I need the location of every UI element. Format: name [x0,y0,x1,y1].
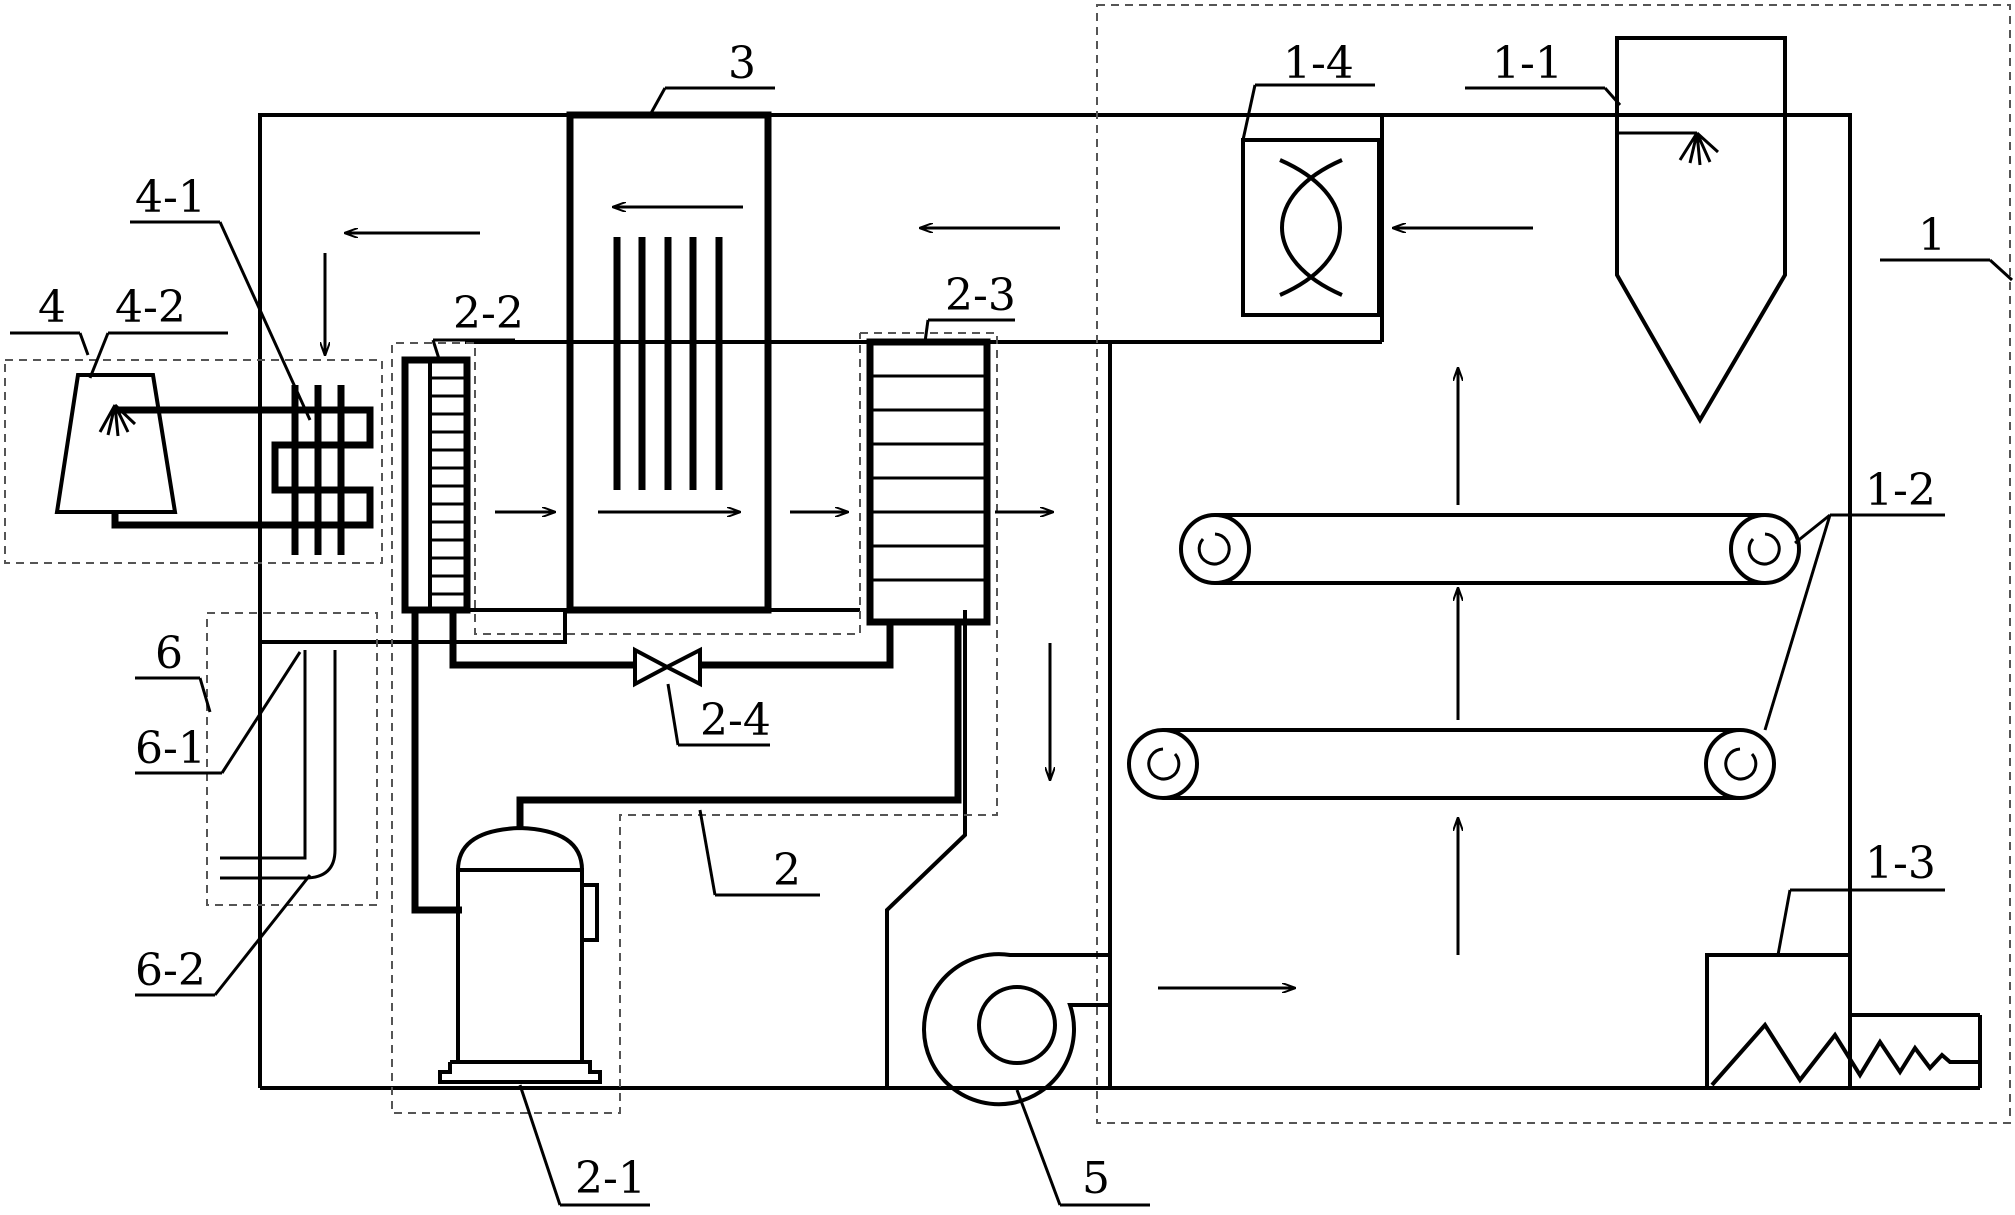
label-4: 4 [38,282,66,333]
leader-lines [10,83,2014,1207]
label-2-3: 2-3 [945,270,1016,321]
heater-1-3 [1705,953,1980,1090]
airflow-arrows [325,207,1533,988]
label-2-4: 2-4 [700,695,771,746]
evaporator-2-2 [401,356,471,614]
label-6: 6 [155,628,183,679]
main-housing [258,113,1982,1090]
pipe-valve-to-condenser [700,622,894,669]
label-2: 2 [773,845,801,896]
pipe-evaporator-to-valve [449,610,633,669]
label-6-1: 6-1 [135,723,206,774]
drain-group-6-boundary [206,612,378,906]
pipe-suction-to-compressor [411,610,462,914]
heat-exchanger-3 [566,111,772,614]
label-2-1: 2-1 [575,1153,646,1204]
dryer-group-1-boundary [1096,4,2011,1124]
label-1-2: 1-2 [1865,465,1936,516]
left-partition [260,610,567,644]
label-3: 3 [728,38,756,89]
conveyor-belt-lower [1127,728,1776,800]
label-1: 1 [1918,210,1946,261]
cyclone-1-1 [1615,36,1787,424]
label-5: 5 [1082,1153,1110,1204]
compressor-2-1 [438,825,602,1084]
label-4-2: 4-2 [115,282,186,333]
fan-5 [922,952,1112,1107]
filter-1-4 [1241,138,1381,317]
conveyor-belt-upper [1179,513,1801,585]
label-6-2: 6-2 [135,945,206,996]
label-4-1: 4-1 [135,172,206,223]
drain-6 [220,650,337,880]
evaporative-unit-4 [54,373,374,555]
label-1-1: 1-1 [1492,38,1563,89]
pipe-discharge-to-condenser [516,622,962,830]
refrigerant-piping [411,610,962,914]
label-1-4: 1-4 [1283,38,1354,89]
expansion-valve-2-4 [633,646,702,688]
condenser-2-3 [866,338,991,626]
fan-duct-wall [885,610,967,1088]
spray-tower-4-2 [54,373,178,514]
label-1-3: 1-3 [1865,838,1936,889]
evaporative-group-4-boundary [4,359,383,564]
label-2-2: 2-2 [453,288,524,339]
